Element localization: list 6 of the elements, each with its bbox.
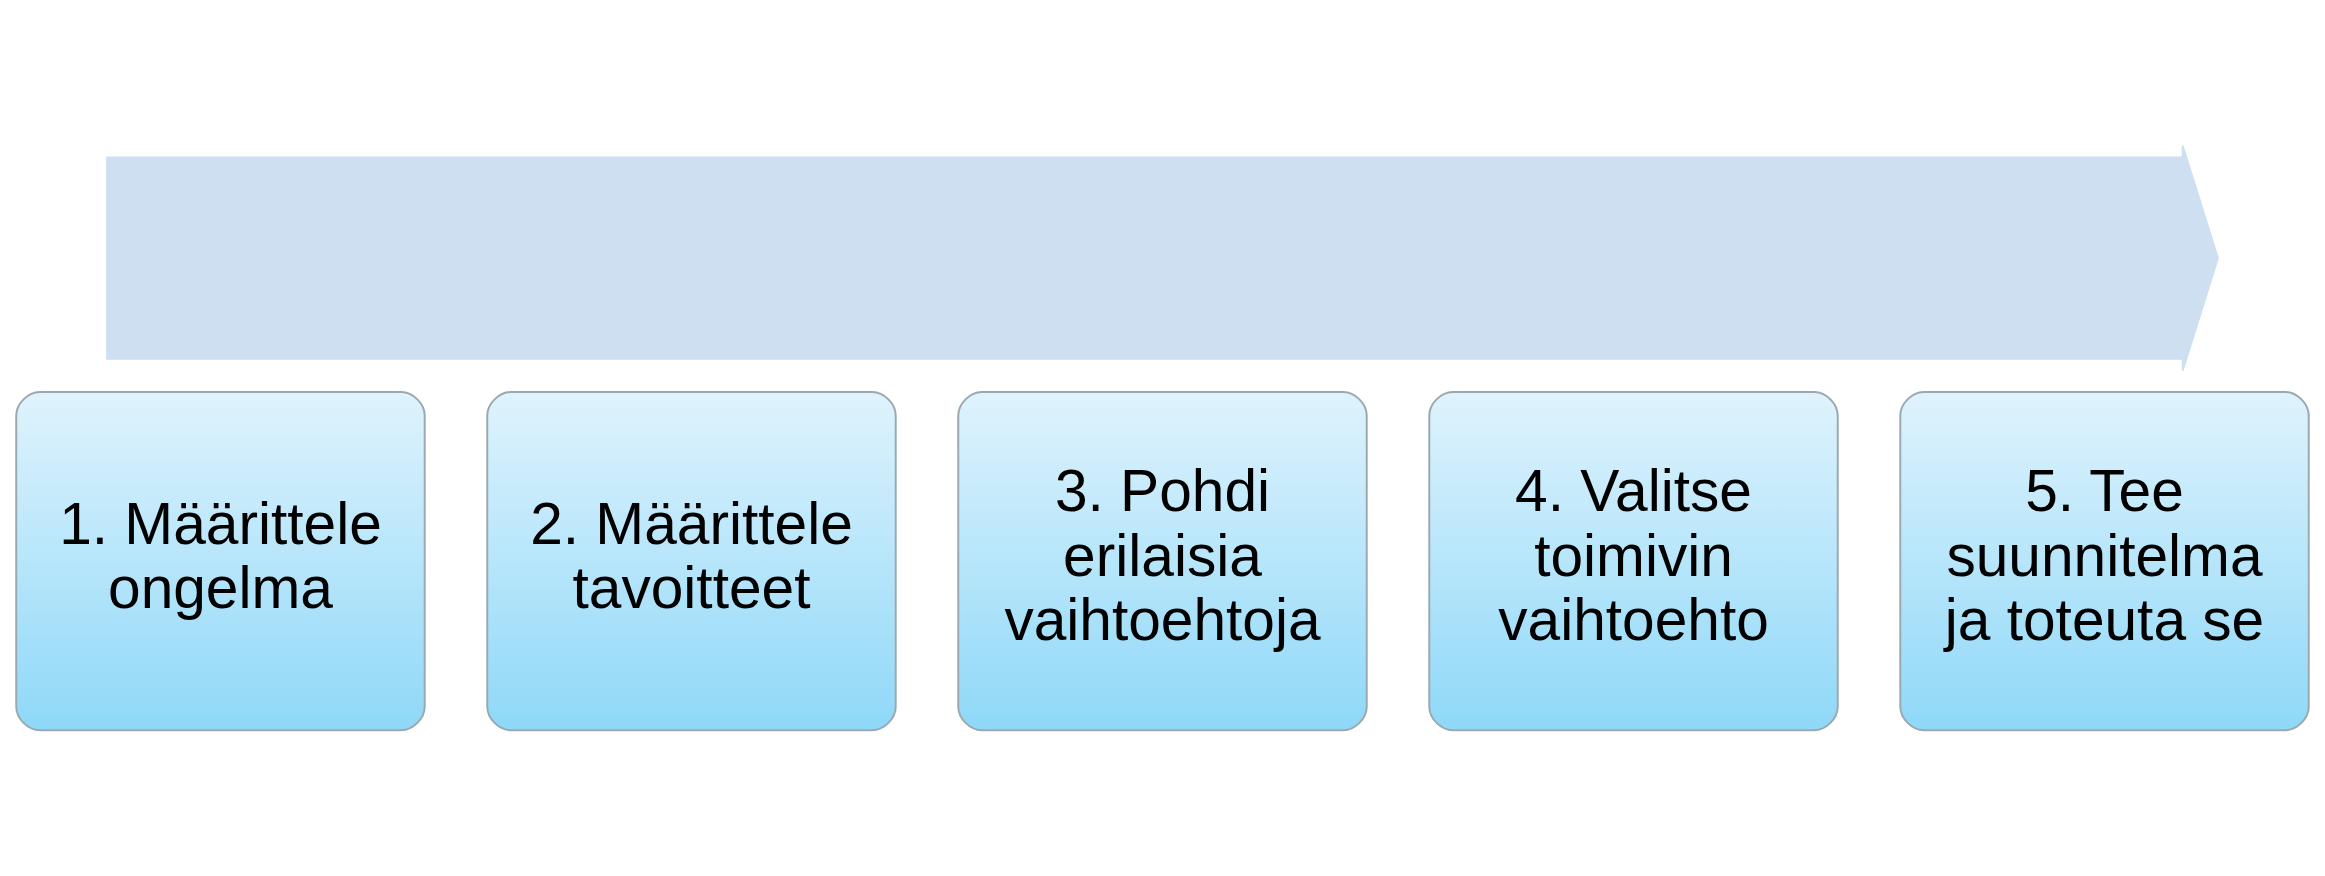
node-arrow [106,144,2219,372]
node-box: 5. Tee suunnitelma ja toteuta se [1899,391,2310,732]
node-box: 1. Määrittele ongelma [15,391,426,732]
node-box: 3. Pohdi erilaisia vaihtoehtoja [957,391,1368,732]
node-box: 2. Määrittele tavoitteet [486,391,897,732]
node-box: 4. Valitse toimivin vaihtoehto [1428,391,1839,732]
